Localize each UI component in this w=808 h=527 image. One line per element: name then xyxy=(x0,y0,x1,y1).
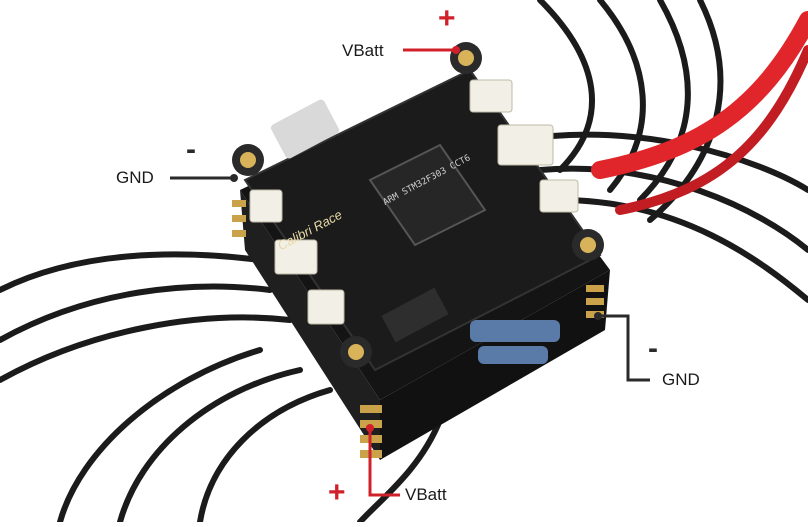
label-vbatt-top: VBatt xyxy=(342,41,384,60)
label-gnd-right: GND xyxy=(662,370,700,389)
red-wire xyxy=(591,11,808,215)
leader-lines xyxy=(170,46,650,497)
plus-sign-top: + xyxy=(438,2,456,35)
label-gnd-left: GND xyxy=(116,168,154,187)
plus-sign-bottom: + xyxy=(328,476,346,509)
vbatt-bottom-line xyxy=(368,430,400,497)
minus-sign-left: - xyxy=(186,133,196,166)
label-vbatt-bottom: VBatt xyxy=(405,485,447,504)
board-stack xyxy=(232,42,610,460)
minus-sign-right: - xyxy=(648,332,658,365)
gnd-right-line xyxy=(600,314,650,382)
mount-screws xyxy=(232,42,604,368)
